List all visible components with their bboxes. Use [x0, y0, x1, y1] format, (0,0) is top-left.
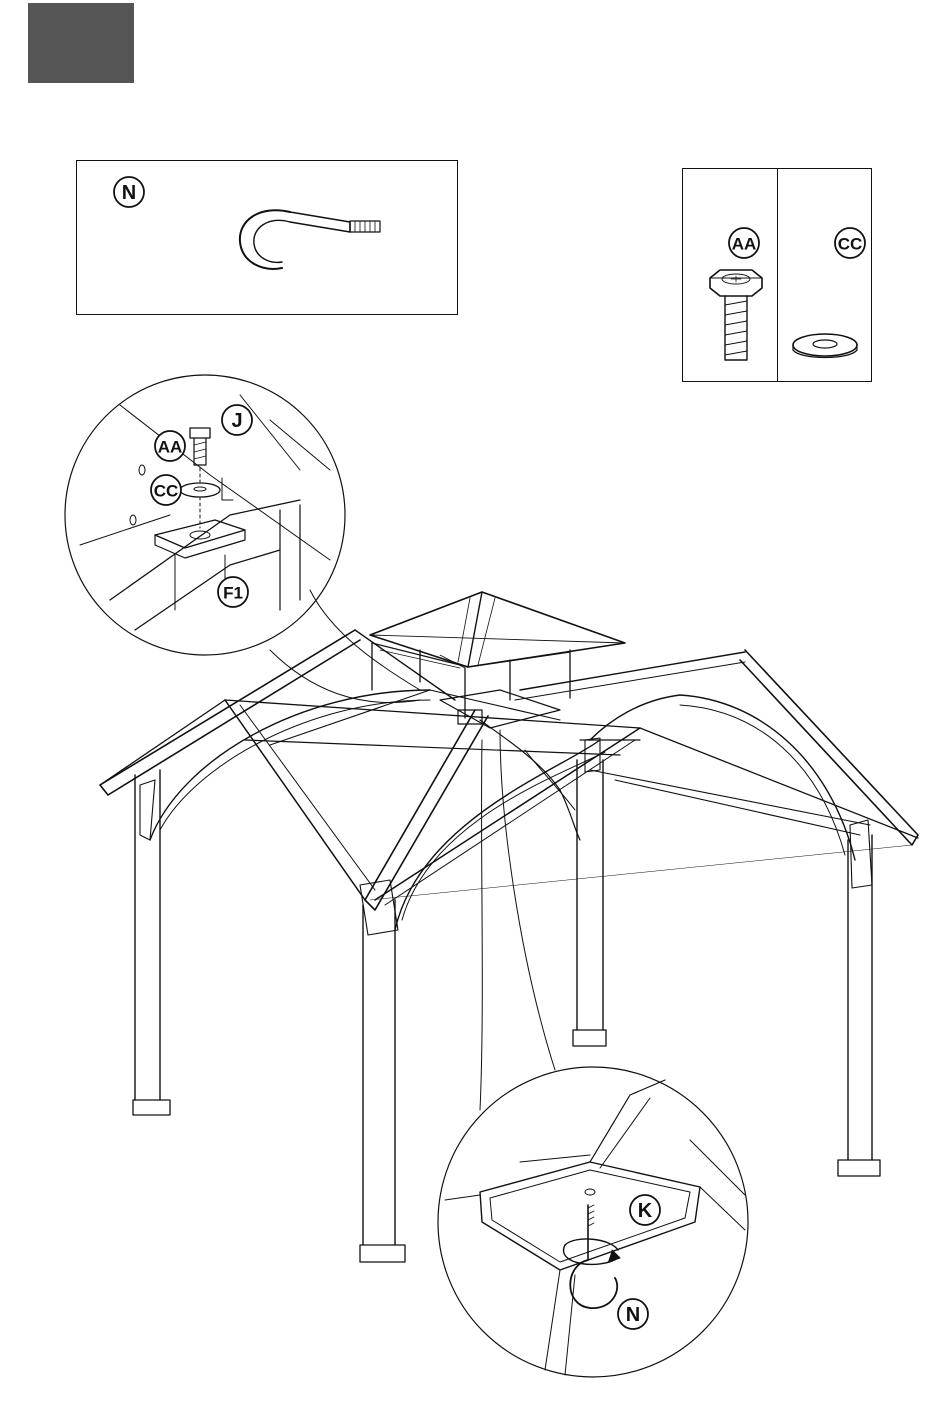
label-washer-box: CC: [835, 228, 865, 258]
label-j: J: [222, 405, 252, 435]
k-label: K: [638, 1200, 653, 1222]
washer-box-label: CC: [838, 235, 863, 254]
bolt-box-label: AA: [732, 235, 757, 254]
label-cc: CC: [151, 475, 181, 505]
hook-box-label: N: [122, 182, 136, 204]
detail-circle-top: [65, 375, 345, 655]
aa-label: AA: [158, 438, 183, 457]
hook-icon: [240, 210, 380, 269]
gazebo-illustration: [100, 592, 918, 1262]
label-f1: F1: [218, 577, 248, 607]
label-k: K: [630, 1195, 660, 1225]
n-detail-label: N: [626, 1304, 640, 1326]
label-hook-box: N: [114, 177, 144, 207]
label-bolt-box: AA: [729, 228, 759, 258]
washer-icon: [793, 334, 857, 358]
f1-label: F1: [223, 584, 243, 603]
cc-label: CC: [154, 482, 179, 501]
detail-circle-bottom: [438, 1067, 748, 1377]
bolt-icon: [710, 270, 762, 360]
j-label: J: [231, 410, 242, 432]
label-n-detail: N: [618, 1299, 648, 1329]
label-aa: AA: [155, 431, 185, 461]
